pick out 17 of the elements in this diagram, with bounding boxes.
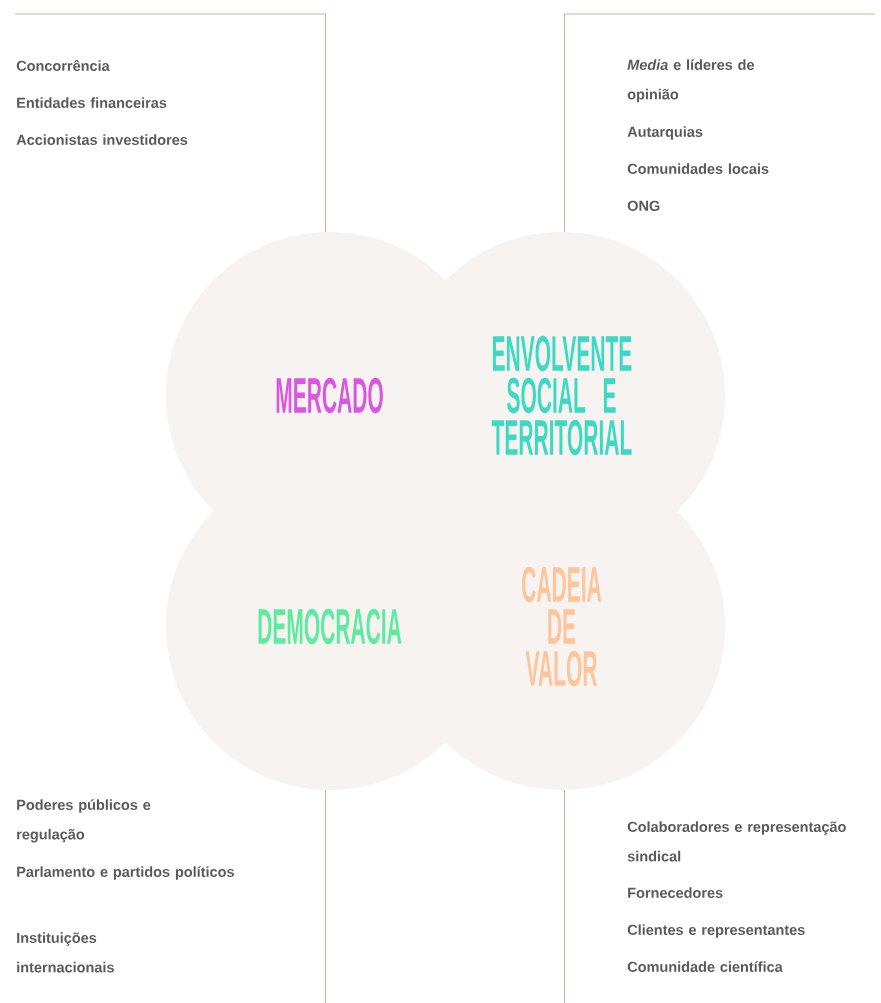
stakeholder-label: Comunidades locais	[627, 163, 769, 174]
stakeholder-label: ONG	[627, 200, 660, 211]
stakeholder-label: Concorrência	[16, 60, 110, 71]
stakeholder-label: Fornecedores	[628, 887, 723, 898]
stakeholder-label: Poderes públicos e regulação	[17, 799, 151, 843]
stakeholder-label: Colaboradores e representação sindical	[627, 821, 846, 862]
stakeholder-label: Autarquias	[627, 126, 703, 140]
node-label: MERCADO	[276, 377, 383, 414]
stakeholder-label: Media e líderes de opinião	[627, 59, 755, 103]
stakeholder-label: Entidades financeiras	[17, 97, 167, 108]
node-label: ENVOLVENTE SOCIAL E TERRITORIAL	[491, 335, 632, 456]
stakeholder-label: Instituições internacionais	[17, 932, 114, 973]
stakeholder-label: Parlamento e partidos políticos	[17, 866, 234, 880]
stakeholder-label: Comunidade científica	[627, 961, 783, 972]
node-label: CADEIA DE VALOR	[522, 566, 602, 687]
stakeholder-label: Clientes e representantes	[627, 924, 805, 938]
stakeholder-label: Accionistas investidores	[16, 134, 188, 145]
